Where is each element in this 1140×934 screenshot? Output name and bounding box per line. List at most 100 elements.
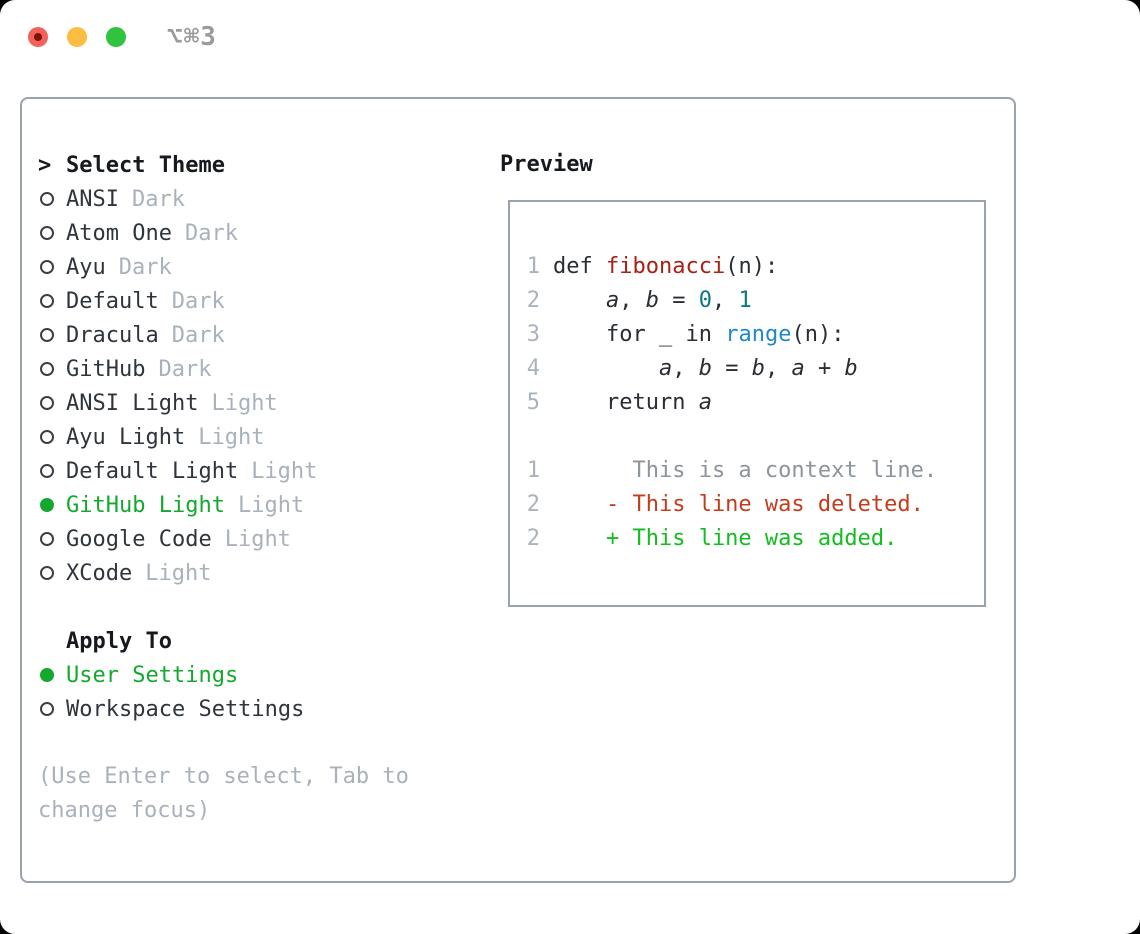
- theme-list-header: >Select Theme: [38, 148, 458, 182]
- close-button[interactable]: [28, 27, 48, 47]
- line-content: [540, 420, 553, 454]
- line-number: 1: [526, 254, 540, 279]
- apply-option-user-settings[interactable]: User Settings: [38, 658, 458, 692]
- theme-variant-tag: Light: [251, 458, 318, 484]
- marker-cell: [38, 294, 66, 308]
- marker-cell: [38, 702, 66, 716]
- marker-cell: [38, 430, 66, 444]
- theme-option-default-light[interactable]: Default Light Light: [38, 454, 458, 488]
- blank-line: [526, 420, 984, 454]
- syntax-token: ,: [764, 356, 792, 381]
- theme-option-label: Default: [66, 288, 159, 314]
- marker-cell: [38, 668, 66, 682]
- theme-option-label: XCode: [66, 560, 133, 586]
- radio-unselected-icon: [40, 430, 54, 444]
- syntax-token: b: [844, 356, 858, 381]
- theme-variant-tag: Light: [224, 526, 291, 552]
- line-content: a, b = 0, 1: [540, 284, 752, 318]
- theme-variant-tag: Dark: [171, 322, 225, 348]
- marker-cell: [38, 566, 66, 580]
- marker-cell: [38, 226, 66, 240]
- theme-variant-tag: Dark: [171, 288, 225, 314]
- radio-selected-icon: [40, 668, 54, 682]
- apply-to-title: Apply To: [66, 628, 172, 654]
- theme-option-label: Default Light: [66, 458, 239, 484]
- radio-unselected-icon: [40, 294, 54, 308]
- theme-option-label: GitHub: [66, 356, 146, 382]
- apply-option-workspace-settings[interactable]: Workspace Settings: [38, 692, 458, 726]
- syntax-token: ,: [672, 356, 699, 381]
- zoom-button[interactable]: [106, 27, 126, 47]
- syntax-token: This is a context line.: [553, 458, 938, 483]
- theme-option-default[interactable]: Default Dark: [38, 284, 458, 318]
- theme-option-github[interactable]: GitHub Dark: [38, 352, 458, 386]
- apply-option-label: Workspace Settings: [66, 696, 305, 722]
- theme-option-xcode[interactable]: XCode Light: [38, 556, 458, 590]
- syntax-token: [553, 390, 606, 415]
- line-content: - This line was deleted.: [540, 488, 924, 522]
- apply-option-label: User Settings: [66, 662, 239, 688]
- radio-unselected-icon: [40, 362, 54, 376]
- theme-option-label: GitHub Light: [66, 492, 225, 518]
- syntax-token: +: [804, 356, 845, 381]
- preview-heading: Preview: [500, 152, 593, 177]
- theme-option-label: Atom One: [66, 220, 172, 246]
- spacer-row: [38, 590, 458, 624]
- line-number: 4: [526, 356, 540, 381]
- radio-unselected-icon: [40, 532, 54, 546]
- theme-variant-tag: Light: [145, 560, 212, 586]
- syntax-token: ,: [619, 288, 646, 313]
- marker-cell: [38, 464, 66, 478]
- syntax-token: a: [658, 356, 673, 381]
- syntax-token: =: [658, 288, 699, 313]
- theme-variant-tag: Dark: [184, 220, 238, 246]
- syntax-token: a: [791, 356, 805, 381]
- line-number: 2: [526, 526, 540, 551]
- syntax-token: _: [658, 322, 686, 347]
- syntax-token: return: [605, 390, 699, 415]
- marker-cell: [38, 328, 66, 342]
- theme-variant-tag: Dark: [158, 356, 212, 382]
- line-number: 1: [526, 458, 540, 483]
- syntax-token: ,: [711, 288, 739, 313]
- syntax-token: fibonacci: [605, 254, 726, 279]
- minimize-button[interactable]: [67, 27, 87, 47]
- line-number: 2: [526, 288, 540, 313]
- theme-variant-tag: Dark: [131, 186, 185, 212]
- theme-option-atom-one[interactable]: Atom One Dark: [38, 216, 458, 250]
- theme-option-label: ANSI: [66, 186, 119, 212]
- theme-option-ansi[interactable]: ANSI Dark: [38, 182, 458, 216]
- syntax-token: - This line was deleted.: [553, 492, 924, 517]
- radio-unselected-icon: [40, 192, 54, 206]
- syntax-token: def: [553, 254, 606, 279]
- theme-option-ansi-light[interactable]: ANSI Light Light: [38, 386, 458, 420]
- close-dot-icon: [34, 33, 42, 41]
- code-line: 2 a, b = 0, 1: [526, 284, 984, 318]
- syntax-token: 0: [698, 288, 712, 313]
- theme-option-label: ANSI Light: [66, 390, 199, 416]
- diff-deleted-line: 2 - This line was deleted.: [526, 488, 984, 522]
- syntax-token: =: [711, 356, 752, 381]
- theme-variant-tag: Light: [211, 390, 278, 416]
- line-content: def fibonacci(n):: [540, 250, 778, 284]
- radio-unselected-icon: [40, 226, 54, 240]
- marker-cell: [38, 260, 66, 274]
- line-content: for _ in range(n):: [540, 318, 844, 352]
- syntax-token: (n):: [725, 254, 779, 279]
- syntax-token: b: [751, 356, 765, 381]
- syntax-token: (n):: [791, 322, 845, 347]
- marker-cell: [38, 396, 66, 410]
- syntax-token: for: [605, 322, 659, 347]
- radio-unselected-icon: [40, 396, 54, 410]
- radio-unselected-icon: [40, 328, 54, 342]
- code-line: 4 a, b = b, a + b: [526, 352, 984, 386]
